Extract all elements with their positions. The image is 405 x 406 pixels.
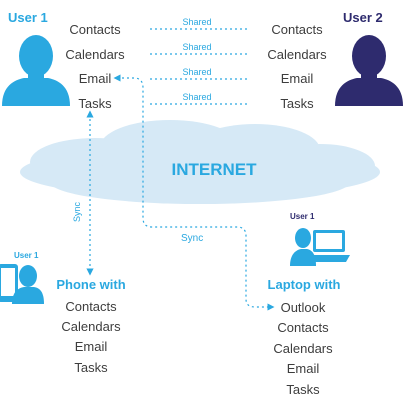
laptop-title: Laptop with	[267, 277, 341, 292]
shared-label: Shared	[182, 42, 212, 52]
user2-item-email: Email	[280, 71, 314, 86]
user2-item-calendars: Calendars	[267, 47, 327, 62]
user1-item-tasks: Tasks	[78, 96, 112, 111]
horizontal-sync-label: Sync	[181, 233, 204, 244]
user1-item-email: Email	[78, 71, 112, 86]
shared-label: Shared	[182, 67, 212, 77]
phone-item-email: Email	[74, 339, 108, 354]
laptop-item-outlook: Outlook	[280, 300, 326, 315]
phone-title: Phone with	[56, 277, 126, 292]
phone-item-contacts: Contacts	[65, 299, 117, 314]
phone-user-icon	[0, 264, 44, 304]
phone-owner-label: User 1	[14, 251, 39, 260]
laptop-item-calendars: Calendars	[273, 341, 333, 356]
laptop-item-tasks: Tasks	[286, 382, 320, 397]
laptop-owner-label: User 1	[290, 212, 315, 221]
internet-label: INTERNET	[171, 160, 257, 179]
laptop-item-email: Email	[286, 361, 320, 376]
phone-item-calendars: Calendars	[61, 319, 121, 334]
laptop-item-contacts: Contacts	[277, 320, 329, 335]
laptop-user-icon	[290, 228, 350, 266]
vertical-sync-label: Sync	[72, 201, 82, 222]
phone-item-tasks: Tasks	[74, 360, 108, 375]
user1-item-contacts: Contacts	[69, 22, 121, 37]
user2-item-tasks: Tasks	[280, 96, 314, 111]
user2-item-contacts: Contacts	[271, 22, 323, 37]
shared-label: Shared	[182, 17, 212, 27]
user2-person-icon	[335, 35, 403, 106]
shared-label: Shared	[182, 92, 212, 102]
user1-person-icon	[2, 35, 70, 106]
user1-item-calendars: Calendars	[65, 47, 125, 62]
user2-title: User 2	[343, 10, 383, 25]
user1-title: User 1	[8, 10, 48, 25]
